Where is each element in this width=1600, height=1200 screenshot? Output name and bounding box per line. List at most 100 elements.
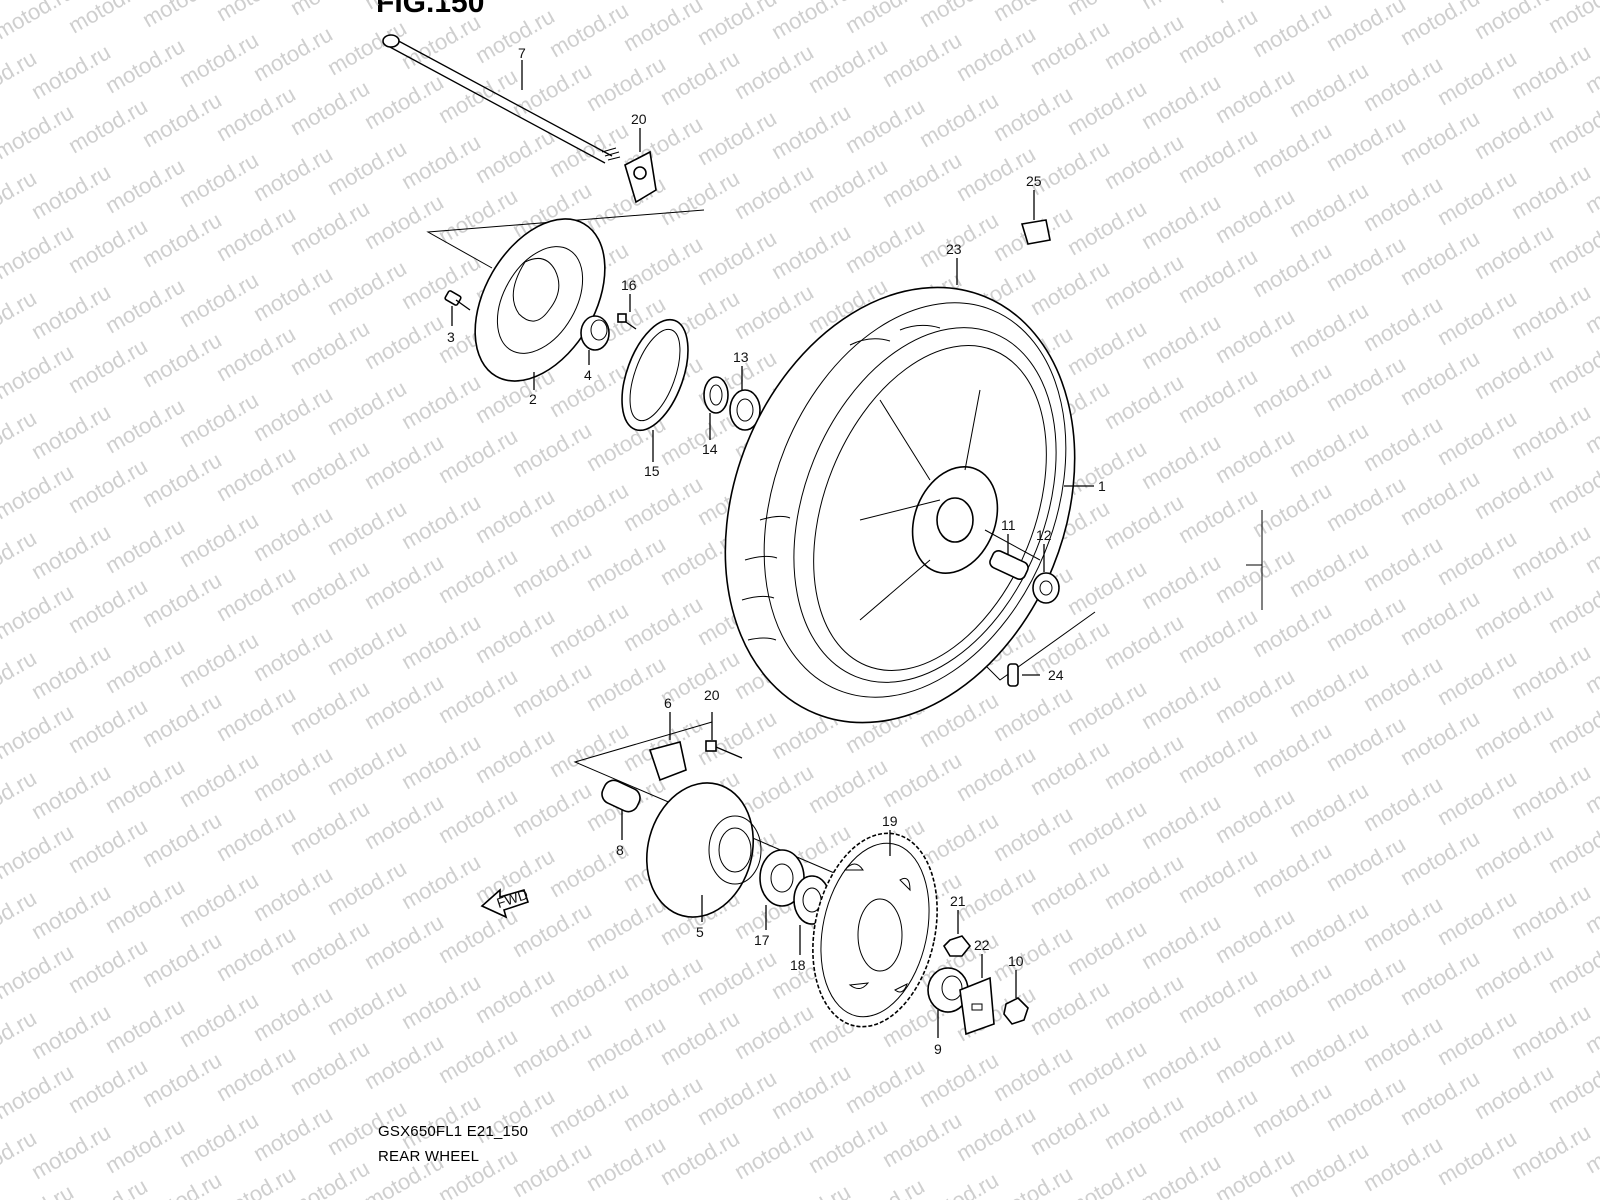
watermark-text: motod.ru	[1433, 525, 1521, 590]
watermark-text: motod.ru	[101, 873, 189, 938]
bearing-part	[729, 366, 761, 431]
watermark-text: motod.ru	[138, 207, 226, 272]
callout-16: 16	[621, 277, 637, 293]
watermark-text: motod.ru	[0, 459, 78, 524]
callout-2: 2	[529, 391, 537, 407]
callout-7: 7	[518, 45, 526, 61]
watermark-text: motod.ru	[0, 339, 78, 404]
watermark-text: motod.ru	[1174, 963, 1262, 1028]
hub-bearing-part	[1032, 544, 1060, 604]
watermark-text: motod.ru	[508, 57, 596, 122]
watermark-text: motod.ru	[878, 1107, 966, 1172]
watermark-text: motod.ru	[323, 615, 411, 680]
figure-name: REAR WHEEL	[378, 1148, 480, 1165]
watermark-text: motod.ru	[1285, 177, 1373, 242]
watermark-text: motod.ru	[804, 1113, 892, 1178]
watermark-text: motod.ru	[508, 897, 596, 962]
watermark-text: motod.ru	[138, 807, 226, 872]
watermark-text: motod.ru	[397, 489, 485, 554]
watermark-text: motod.ru	[1544, 813, 1600, 878]
watermark-text: motod.ru	[656, 1125, 744, 1190]
watermark-text: motod.ru	[212, 201, 300, 266]
watermark-text: motod.ru	[360, 669, 448, 734]
watermark-text: motod.ru	[1211, 183, 1299, 248]
watermark-text: motod.ru	[989, 0, 1077, 26]
watermark-text: motod.ru	[1137, 669, 1225, 734]
watermark-text: motod.ru	[1359, 771, 1447, 836]
watermark-text: motod.ru	[286, 0, 374, 20]
watermark-text: motod.ru	[878, 747, 966, 812]
watermark-text: motod.ru	[1248, 0, 1336, 62]
sprocket-drum-part	[645, 782, 762, 922]
watermark-text: motod.ru	[1396, 105, 1484, 170]
watermark-text: motod.ru	[249, 981, 337, 1046]
watermark-text: motod.ru	[397, 249, 485, 314]
watermark-text: motod.ru	[434, 783, 522, 848]
watermark-text: motod.ru	[508, 777, 596, 842]
watermark-text: motod.ru	[323, 255, 411, 320]
watermark-text: motod.ru	[138, 1047, 226, 1112]
watermark-text: motod.ru	[1396, 705, 1484, 770]
watermark-text: motod.ru	[915, 87, 1003, 152]
callout-25: 25	[1026, 173, 1042, 189]
watermark-text: motod.ru	[1063, 0, 1151, 20]
sensor-bolt-part	[617, 294, 637, 330]
watermark-text: motod.ru	[0, 939, 78, 1004]
watermark-text: motod.ru	[397, 729, 485, 794]
watermark-text: motod.ru	[1433, 285, 1521, 350]
watermark-text: motod.ru	[1285, 657, 1373, 722]
watermark-text: motod.ru	[212, 681, 300, 746]
watermark-text: motod.ru	[1026, 135, 1114, 200]
watermark-text: motod.ru	[804, 753, 892, 818]
disc-bolt-part	[444, 290, 471, 326]
watermark-text: motod.ru	[1544, 93, 1600, 158]
watermark-text: motod.ru	[952, 741, 1040, 806]
watermark-text: motod.ru	[1211, 783, 1299, 848]
watermark-text: motod.ru	[323, 855, 411, 920]
watermark-text: motod.ru	[1285, 1137, 1373, 1200]
watermark-text: motod.ru	[767, 99, 855, 164]
watermark-text: motod.ru	[582, 1131, 670, 1196]
watermark-text: motod.ru	[27, 1119, 115, 1184]
callout-24: 24	[1048, 667, 1064, 683]
watermark-text: motod.ru	[952, 21, 1040, 86]
watermark-text: motod.ru	[64, 93, 152, 158]
watermark-text: motod.ru	[989, 1041, 1077, 1106]
watermark-text: motod.ru	[1322, 591, 1410, 656]
callout-10: 10	[1008, 953, 1024, 969]
watermark-text: motod.ru	[64, 1173, 152, 1200]
watermark-text: motod.ru	[1359, 891, 1447, 956]
watermark-text: motod.ru	[212, 1161, 300, 1200]
watermark-text: motod.ru	[841, 1173, 929, 1200]
watermark-text: motod.ru	[1026, 615, 1114, 680]
watermark-text: motod.ru	[841, 213, 929, 278]
watermark-text: motod.ru	[138, 87, 226, 152]
watermark-text: motod.ru	[64, 333, 152, 398]
watermark-text: motod.ru	[730, 999, 818, 1064]
watermark-text: motod.ru	[286, 435, 374, 500]
watermark-text: motod.ru	[1470, 99, 1558, 164]
watermark-text: motod.ru	[1248, 717, 1336, 782]
watermark-text: motod.ru	[1063, 915, 1151, 980]
watermark-text: motod.ru	[1100, 609, 1188, 674]
watermark-text: motod.ru	[397, 9, 485, 74]
watermark-text: motod.ru	[434, 663, 522, 728]
watermark-text: motod.ru	[360, 1029, 448, 1094]
watermark-text: motod.ru	[1544, 1053, 1600, 1118]
watermark-text: motod.ru	[360, 549, 448, 614]
watermark-text: motod.ru	[582, 171, 670, 236]
watermark-text: motod.ru	[619, 1071, 707, 1136]
watermark-text: motod.ru	[1211, 1023, 1299, 1088]
watermark-text: motod.ru	[693, 705, 781, 770]
watermark-text: motod.ru	[989, 81, 1077, 146]
watermark-text: motod.ru	[582, 891, 670, 956]
watermark-text: motod.ru	[915, 207, 1003, 272]
watermark-text: motod.ru	[27, 879, 115, 944]
watermark-text: motod.ru	[1285, 417, 1373, 482]
watermark-text: motod.ru	[1137, 309, 1225, 374]
watermark-text: motod.ru	[1063, 435, 1151, 500]
watermark-text: motod.ru	[1063, 555, 1151, 620]
watermark-text: motod.ru	[1544, 453, 1600, 518]
watermark-text: motod.ru	[360, 909, 448, 974]
